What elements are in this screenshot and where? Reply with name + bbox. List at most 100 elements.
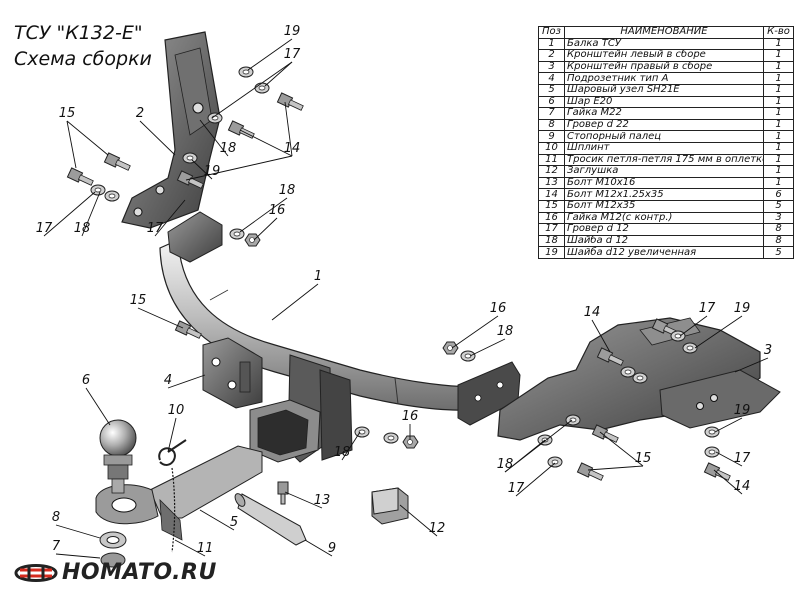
bolt <box>576 462 604 481</box>
bolt <box>596 347 624 366</box>
callout-number: 16 <box>269 203 286 218</box>
callout-number: 2 <box>136 106 144 121</box>
leader-line <box>43 191 96 237</box>
leader-line <box>271 283 319 321</box>
callout-number: 17 <box>147 221 164 236</box>
callout-number: 1 <box>314 269 322 284</box>
leader-line <box>679 315 708 337</box>
nut <box>442 341 459 355</box>
callout-number: 10 <box>168 403 185 418</box>
leader-line <box>504 419 573 473</box>
callout-number: 18 <box>497 324 514 339</box>
part-pos: 15 <box>538 199 565 213</box>
locking-pin <box>234 493 307 546</box>
part-pos: 16 <box>538 211 565 225</box>
callout-number: 13 <box>314 493 331 508</box>
part-name: Балка ТСУ <box>564 37 764 51</box>
part-name: Шайба d12 увеличенная <box>564 246 764 259</box>
ball-washer <box>99 531 127 549</box>
part-name: Подрозетник тип А <box>564 72 764 85</box>
part-pos: 12 <box>538 165 565 178</box>
leader-line <box>167 374 206 389</box>
callout-number: 6 <box>82 373 90 388</box>
part-qty: 1 <box>763 130 794 143</box>
parts-table-header: Поз НАИМЕНОВАНИЕ К-во <box>538 26 794 39</box>
callout-number: 19 <box>734 301 751 316</box>
callout-number: 14 <box>734 479 751 494</box>
homato-logo-icon <box>14 564 58 582</box>
callout-number: 18 <box>279 183 296 198</box>
part-qty: 1 <box>763 49 794 62</box>
bolt <box>176 170 204 189</box>
callout-number: 17 <box>508 481 525 496</box>
part-name: Шар E20 <box>564 95 764 109</box>
washer <box>670 330 686 342</box>
part-name: Гровер d 22 <box>564 118 764 132</box>
ball-mount <box>95 445 263 541</box>
leader-line <box>85 387 111 426</box>
callout-number: 15 <box>59 106 76 121</box>
leader-line <box>284 491 323 509</box>
header-pos: Поз <box>538 26 565 39</box>
part-name: Заглушка <box>564 165 764 178</box>
part-pos: 14 <box>538 188 565 201</box>
part-name: Шаровый узел SH21E <box>564 83 764 97</box>
part-pos: 8 <box>538 118 565 132</box>
part-name: Гровер d 12 <box>564 223 764 236</box>
leader-line <box>199 509 235 531</box>
callout-number: 3 <box>764 343 772 358</box>
leader-line <box>734 357 769 373</box>
leader-line <box>399 504 438 537</box>
callout-number: 5 <box>230 515 238 530</box>
leader-line <box>284 101 293 157</box>
washer <box>704 446 720 458</box>
part-qty: 1 <box>763 95 794 109</box>
part-qty: 8 <box>763 223 794 236</box>
washer <box>383 432 399 444</box>
part-pos: 2 <box>538 49 565 62</box>
part-name: Болт М12х35 <box>564 199 764 213</box>
plug-cap <box>371 487 409 525</box>
part-name: Гайка М12(с контр.) <box>564 211 764 225</box>
drawing-subtitle: Схема сборки <box>14 48 152 70</box>
part-pos: 6 <box>538 95 565 109</box>
washer <box>354 426 370 438</box>
part-qty: 1 <box>763 141 794 155</box>
leader-line <box>167 417 177 453</box>
safety-cable <box>171 467 176 553</box>
part-qty: 3 <box>763 211 794 225</box>
leader-line <box>137 307 184 329</box>
brand-name: HOMATO.RU <box>62 560 217 585</box>
part-name: Тросик петля-петля 175 мм в оплетке <box>564 153 764 167</box>
leader-line <box>451 315 499 349</box>
leader-line <box>66 120 109 156</box>
callout-number: 18 <box>74 221 91 236</box>
leader-line <box>239 129 293 157</box>
part-name: Болт М12х1.25х35 <box>564 188 764 201</box>
callout-number: 7 <box>52 539 61 554</box>
drawing-title: ТСУ "К132-Е" <box>14 22 143 44</box>
part-name: Кронштейн левый в сборе <box>564 49 764 62</box>
callout-number: 14 <box>584 305 601 320</box>
callout-number: 18 <box>220 141 237 156</box>
socket-plate <box>202 337 263 409</box>
bolt <box>103 152 131 171</box>
part-qty: 1 <box>763 165 794 178</box>
callout-number: 11 <box>197 541 214 556</box>
bolt <box>174 320 202 339</box>
callout-number: 17 <box>699 301 716 316</box>
part-name: Шплинт <box>564 141 764 155</box>
part-pos: 11 <box>538 153 565 167</box>
